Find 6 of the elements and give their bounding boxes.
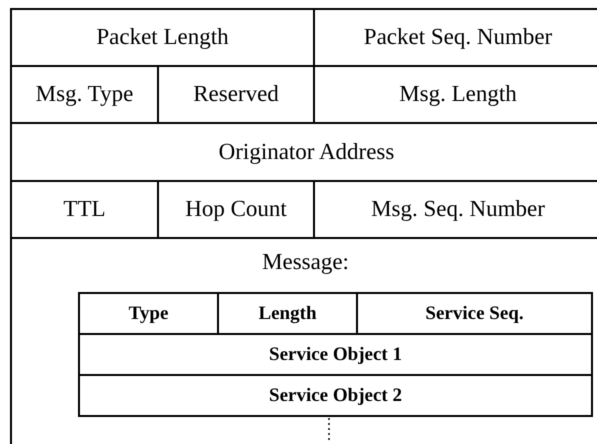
header-field: Packet Length: [10, 8, 315, 67]
message-field: Service Seq.: [356, 292, 593, 335]
section-heading: Message:: [261, 249, 350, 274]
message-field: Service Object 1: [78, 333, 593, 376]
message-field: Type: [78, 292, 219, 335]
message-field: Service Object 2: [78, 374, 593, 417]
